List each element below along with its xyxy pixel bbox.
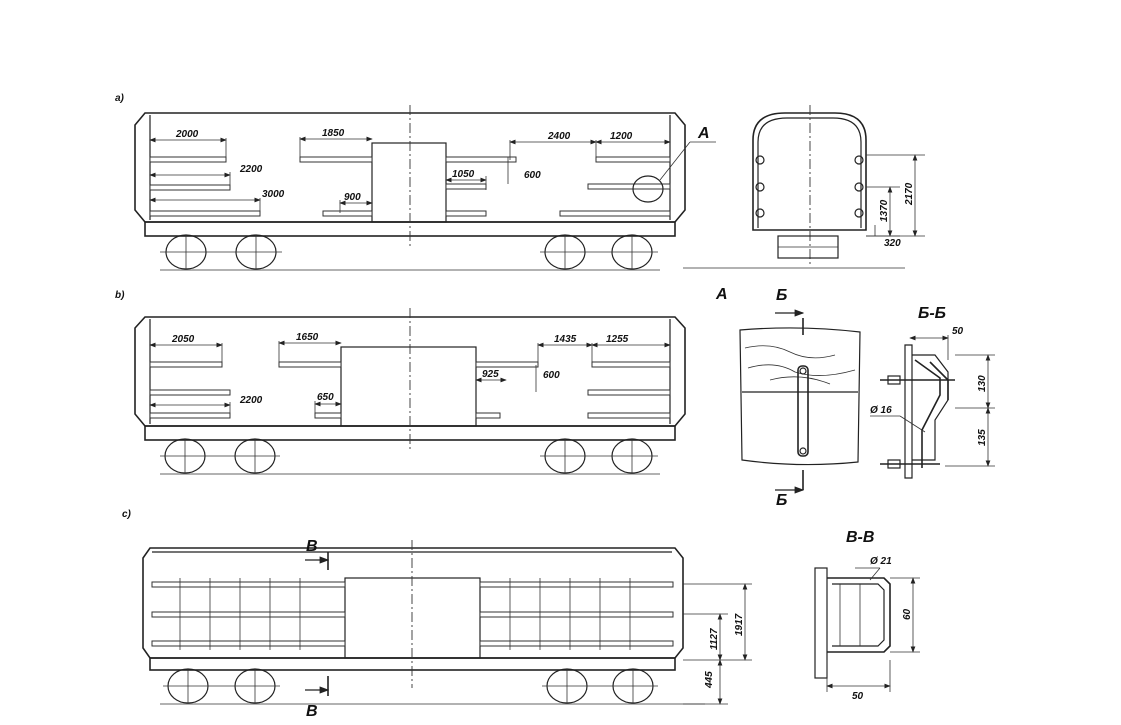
dim-b-925: 925: [482, 369, 499, 380]
dim-b-600: 600: [543, 370, 560, 381]
dim-a-1850: 1850: [322, 128, 345, 139]
section-mark-top: B: [306, 538, 318, 555]
view-a-end-dimension-lines: [866, 154, 925, 237]
detail-b-profile: [827, 577, 891, 653]
view-a-dimension-lines: [149, 136, 671, 213]
view-c-wheelset-left: [163, 668, 280, 704]
dim-bb-135: 135: [977, 429, 988, 446]
dim-a-1200: 1200: [610, 131, 633, 142]
view-a-wheelset-right: [540, 234, 658, 270]
detail-b-title: B-B: [846, 529, 874, 546]
detail-a-bracket: [797, 365, 809, 457]
dim-a-600: 600: [524, 170, 541, 181]
view-b-wheelset-left: [160, 438, 280, 474]
dim-c-1127: 1127: [709, 628, 720, 650]
dim-a-2400: 2400: [547, 131, 571, 142]
dim-bv-dia21: Ø 21: [870, 556, 892, 567]
dim-bv-50: 50: [852, 691, 864, 702]
detail-a-cut-label-top: Б: [776, 287, 787, 304]
view-b-door: [340, 346, 477, 427]
dim-bb-130: 130: [977, 375, 988, 392]
dim-a-3000: 3000: [262, 189, 285, 200]
section-bb-title: Б-Б: [918, 305, 946, 322]
view-c-wheelset-right: [542, 668, 658, 704]
view-c-door: [344, 577, 481, 659]
view-c-longitudinal-rails: [151, 578, 674, 650]
view-c: c): [122, 509, 752, 720]
dim-a-320: 320: [884, 238, 901, 249]
callout-a-label: A: [697, 125, 710, 142]
dim-bb-50: 50: [952, 326, 964, 337]
view-a-label: a): [115, 93, 125, 104]
dim-a-900: 900: [344, 192, 361, 203]
section-bb-bracket: [914, 359, 941, 468]
dim-a-2200: 2200: [239, 164, 263, 175]
view-c-underframe: [149, 657, 676, 671]
dim-b-1255: 1255: [606, 334, 629, 345]
detail-a-plank: [739, 327, 861, 466]
view-a-end-view: [683, 105, 905, 269]
dim-a-1370: 1370: [879, 199, 890, 222]
detail-b: B-B Ø 21 60 50: [814, 529, 920, 702]
dim-b-650: 650: [317, 392, 334, 403]
dim-b-1650: 1650: [296, 332, 319, 343]
view-a-fastening-rails: [149, 156, 671, 217]
dim-b-1435: 1435: [554, 334, 577, 345]
detail-b-wall: [814, 567, 828, 679]
view-a: a): [115, 93, 925, 271]
view-b-dimension-lines: [149, 340, 671, 415]
callout-a-circle: [632, 175, 664, 203]
section-mark-bottom: B: [306, 703, 318, 720]
view-b: b): [115, 290, 686, 475]
detail-a-cut-label-bottom: Б: [776, 492, 787, 509]
section-bb-plank: [904, 344, 913, 479]
dim-bv-60: 60: [902, 608, 913, 620]
view-b-label: b): [115, 290, 125, 301]
dim-b-2200: 2200: [239, 395, 263, 406]
detail-a-title: A: [715, 286, 728, 303]
detail-b-dimension-lines: [826, 567, 920, 692]
view-c-label: c): [122, 509, 132, 520]
view-a-wheelset-left: [160, 234, 282, 270]
detail-a: A Б Б Б-Б 50: [715, 286, 995, 509]
section-bb-dimension-lines: [870, 335, 995, 467]
dim-a-2000: 2000: [175, 129, 199, 140]
dim-a-2170: 2170: [904, 182, 915, 206]
view-a-door: [371, 142, 447, 223]
view-c-dimension-lines: [683, 583, 752, 705]
dim-b-2050: 2050: [171, 334, 195, 345]
dim-a-1050: 1050: [452, 169, 475, 180]
dim-bb-dia16: Ø 16: [870, 405, 892, 416]
dim-c-1917: 1917: [734, 613, 745, 636]
view-b-wheelset-right: [540, 438, 658, 474]
view-b-fastening-rails: [149, 361, 671, 419]
dim-c-445: 445: [704, 671, 715, 689]
